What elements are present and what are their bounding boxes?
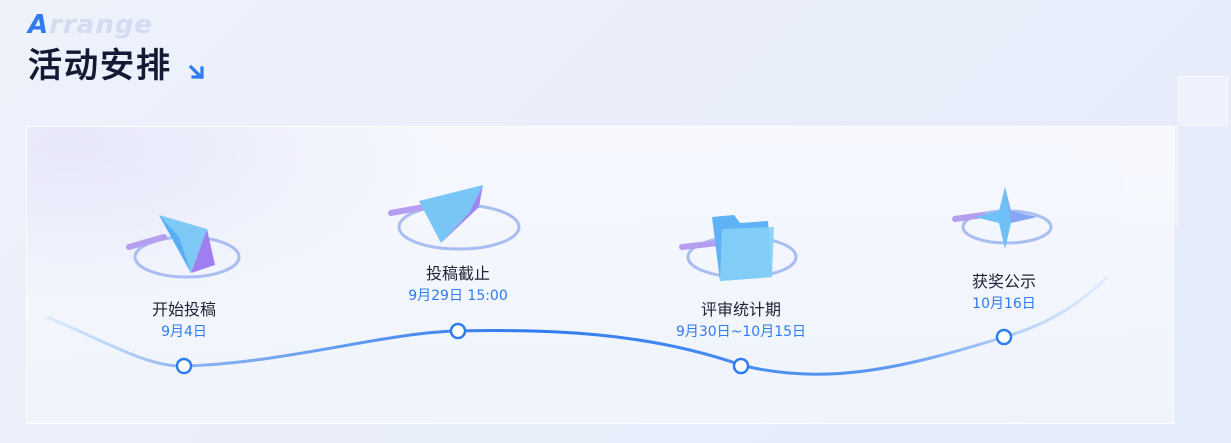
- section-eyebrow: Arrange: [28, 10, 208, 40]
- timeline-curve: [46, 275, 1109, 376]
- stage-date: 9月30日~10月15日: [675, 324, 807, 340]
- paper-plane-icon: [126, 215, 241, 279]
- eyebrow-first-letter: A: [28, 10, 50, 40]
- timeline-node: [175, 357, 193, 375]
- sparkle-star-icon: [952, 187, 1053, 249]
- stage-name: 评审统计期: [700, 300, 781, 319]
- timeline-stage-announce: 获奖公示 10月16日: [972, 271, 1036, 314]
- stage-name: 开始投稿: [151, 300, 217, 319]
- timeline-stage-review: 评审统计期 9月30日~10月15日: [676, 299, 806, 342]
- folder-icon: [679, 215, 798, 281]
- eyebrow-rest: rrange: [49, 10, 154, 40]
- timeline-node: [449, 322, 467, 340]
- timeline-node: [995, 328, 1013, 346]
- arrow-down-right-icon: [188, 64, 204, 80]
- stage-date: 9月4日: [161, 324, 207, 340]
- timeline-panel: 开始投稿 9月4日 投稿截止 9月29日 15:00 评审统计期 9月30日~1…: [26, 126, 1174, 424]
- section-header: Arrange 活动安排: [28, 10, 208, 88]
- timeline-stage-start: 开始投稿 9月4日: [152, 299, 216, 342]
- stage-name: 获奖公示: [971, 272, 1037, 291]
- section-title: 活动安排: [28, 46, 172, 86]
- timeline-node: [732, 357, 750, 375]
- stage-name: 投稿截止: [425, 264, 490, 283]
- decor-square: [1178, 76, 1228, 126]
- timeline-stage-deadline: 投稿截止 9月29日 15:00: [408, 263, 508, 306]
- stage-date: 10月16日: [972, 296, 1036, 312]
- stage-date: 9月29日 15:00: [408, 288, 508, 304]
- send-wedge-icon: [388, 185, 521, 251]
